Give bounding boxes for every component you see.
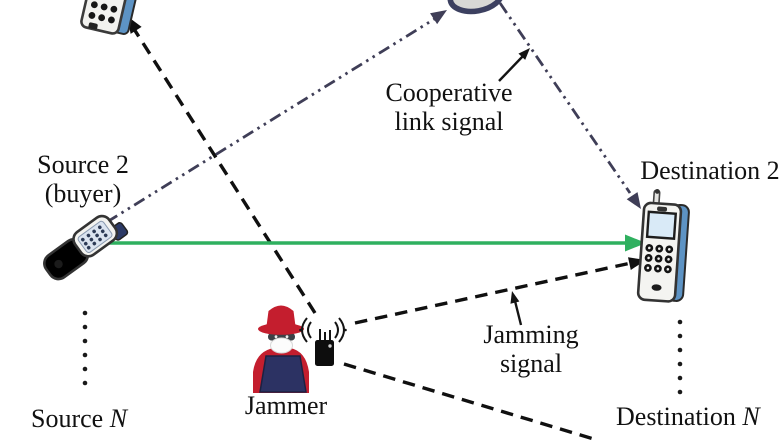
destination-2-phone-icon xyxy=(636,188,690,303)
jamming-signal-label: Jamming signal xyxy=(483,320,579,378)
source-2-phone-icon xyxy=(43,214,129,281)
device-antennas xyxy=(319,329,331,341)
keypad-dots xyxy=(644,244,674,274)
jamming-label-pointer xyxy=(510,291,523,326)
cooperative-link-relay-to-destination2 xyxy=(498,2,632,194)
right-ellipsis-dots xyxy=(677,319,683,395)
jammer-label: Jammer xyxy=(244,391,328,420)
left-ellipsis-dots xyxy=(82,310,88,386)
cooperative-label-pointer xyxy=(498,48,530,82)
destination-2-label: Destination 2 xyxy=(640,156,780,185)
jammer-icon xyxy=(253,305,309,393)
hacker-glasses xyxy=(268,333,295,341)
cooperative-arrowhead-relay xyxy=(430,10,447,25)
source-n-label: Source N xyxy=(31,404,128,433)
hacker-mask xyxy=(270,337,293,354)
destination-n-label: Destination N xyxy=(616,402,760,431)
jamming-link-to-bottom-right xyxy=(343,362,598,440)
top-left-phone-icon xyxy=(80,0,142,35)
laptop xyxy=(259,355,307,393)
jammer-device-icon xyxy=(315,329,334,366)
keypad-dots xyxy=(88,1,118,24)
hacker-hat-brim xyxy=(258,323,304,335)
cooperative-link-signal-label: Cooperative link signal xyxy=(385,78,513,136)
relay-phone-icon xyxy=(447,0,505,15)
flip-phone-keys xyxy=(81,225,108,250)
radio-waves-icon xyxy=(299,317,347,343)
cooperative-arrowhead-destination-2 xyxy=(626,192,641,209)
jamming-link-to-destination-2 xyxy=(354,261,632,325)
jamming-link-to-top-left-phone xyxy=(132,28,317,314)
jamming-links xyxy=(132,28,632,440)
cooperative-link-source2-to-relay xyxy=(106,16,437,224)
source-2-label: Source 2 (buyer) xyxy=(37,150,129,208)
direct-link-arrowhead xyxy=(625,234,646,252)
cooperative-links xyxy=(106,2,632,224)
